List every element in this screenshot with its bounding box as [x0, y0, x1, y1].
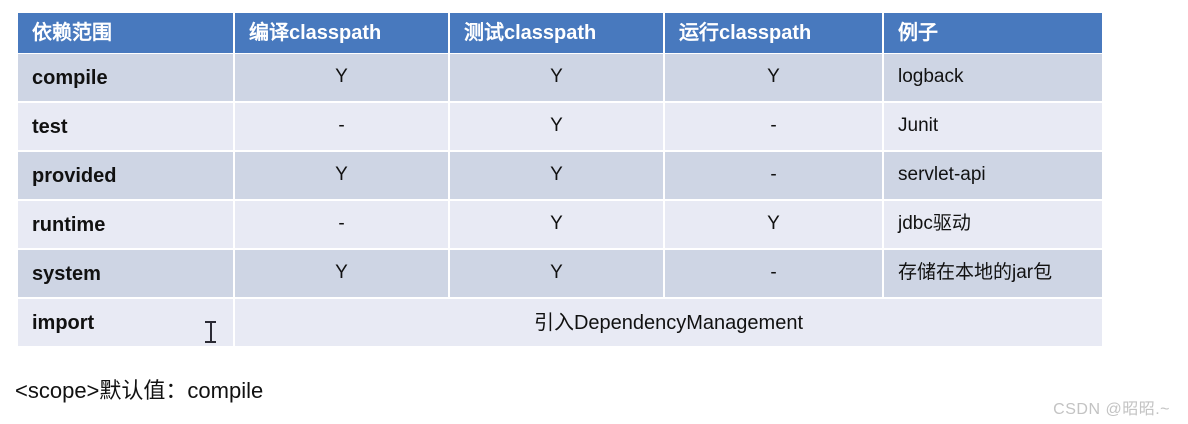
cell-scope: test: [18, 103, 235, 152]
table-row: system Y Y - 存储在本地的jar包: [18, 250, 1102, 299]
cell-scope: system: [18, 250, 235, 299]
cell-test-flag: Y: [450, 54, 665, 103]
cell-example: Junit: [884, 103, 1102, 152]
table-row-import: import 引入DependencyManagement: [18, 299, 1102, 348]
cell-example: 存储在本地的jar包: [884, 250, 1102, 299]
cell-runtime-flag: -: [665, 103, 884, 152]
header-scope: 依赖范围: [18, 13, 235, 54]
cell-test-flag: Y: [450, 103, 665, 152]
cell-compile-flag: -: [235, 103, 450, 152]
cell-test-flag: Y: [450, 152, 665, 201]
header-test-classpath: 测试classpath: [450, 13, 665, 54]
cell-runtime-flag: Y: [665, 54, 884, 103]
cell-test-flag: Y: [450, 250, 665, 299]
table-row: runtime - Y Y jdbc驱动: [18, 201, 1102, 250]
dependency-scope-table: 依赖范围 编译classpath 测试classpath 运行classpath…: [18, 13, 1102, 348]
table-row: test - Y - Junit: [18, 103, 1102, 152]
table-row: provided Y Y - servlet-api: [18, 152, 1102, 201]
cell-compile-flag: Y: [235, 250, 450, 299]
header-runtime-classpath: 运行classpath: [665, 13, 884, 54]
cell-runtime-flag: -: [665, 250, 884, 299]
header-example: 例子: [884, 13, 1102, 54]
cell-scope: compile: [18, 54, 235, 103]
csdn-watermark: CSDN @昭昭.~: [1053, 401, 1170, 418]
cell-example: jdbc驱动: [884, 201, 1102, 250]
cell-compile-flag: -: [235, 201, 450, 250]
cell-scope: provided: [18, 152, 235, 201]
cell-compile-flag: Y: [235, 54, 450, 103]
cell-compile-flag: Y: [235, 152, 450, 201]
header-compile-classpath: 编译classpath: [235, 13, 450, 54]
table-header-row: 依赖范围 编译classpath 测试classpath 运行classpath…: [18, 13, 1102, 54]
cell-runtime-flag: Y: [665, 201, 884, 250]
cell-import-description: 引入DependencyManagement: [235, 299, 1102, 348]
cell-runtime-flag: -: [665, 152, 884, 201]
cell-example: servlet-api: [884, 152, 1102, 201]
cell-scope: runtime: [18, 201, 235, 250]
default-scope-note: <scope>默认值：compile: [15, 378, 264, 403]
cell-example: logback: [884, 54, 1102, 103]
table-row: compile Y Y Y logback: [18, 54, 1102, 103]
cell-test-flag: Y: [450, 201, 665, 250]
cell-scope: import: [18, 299, 235, 348]
